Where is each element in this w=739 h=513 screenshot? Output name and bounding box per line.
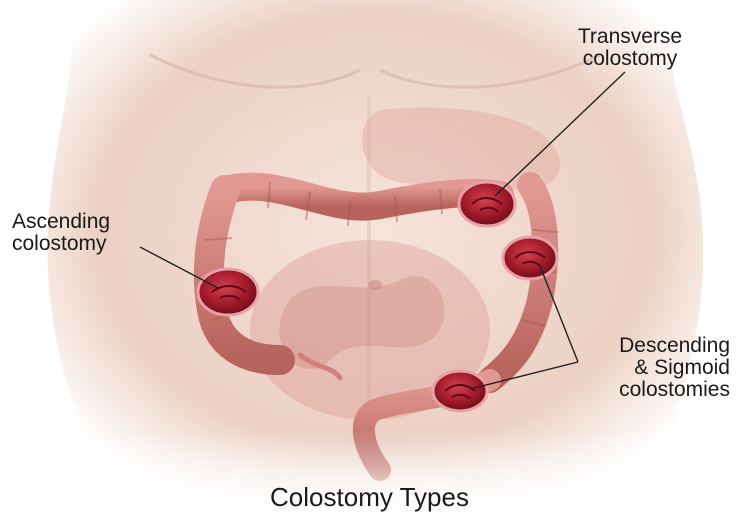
label-descending-sigmoid-colostomies: Descending & Sigmoid colostomies [582, 335, 730, 401]
stoma-sigmoid [433, 371, 487, 411]
label-line: colostomy [12, 233, 110, 255]
label-ascending-colostomy: Ascending colostomy [12, 211, 110, 255]
stoma-ascending [198, 269, 258, 315]
diagram-title: Colostomy Types [0, 482, 739, 513]
label-line: colostomies [582, 379, 730, 401]
label-line: Ascending [12, 211, 110, 233]
stoma-transverse [459, 182, 515, 226]
stoma-descending [503, 237, 557, 279]
label-transverse-colostomy: Transverse colostomy [560, 26, 700, 70]
label-line: colostomy [560, 48, 700, 70]
label-line: Descending [582, 335, 730, 357]
label-line: & Sigmoid [582, 357, 730, 379]
label-line: Transverse [560, 26, 700, 48]
